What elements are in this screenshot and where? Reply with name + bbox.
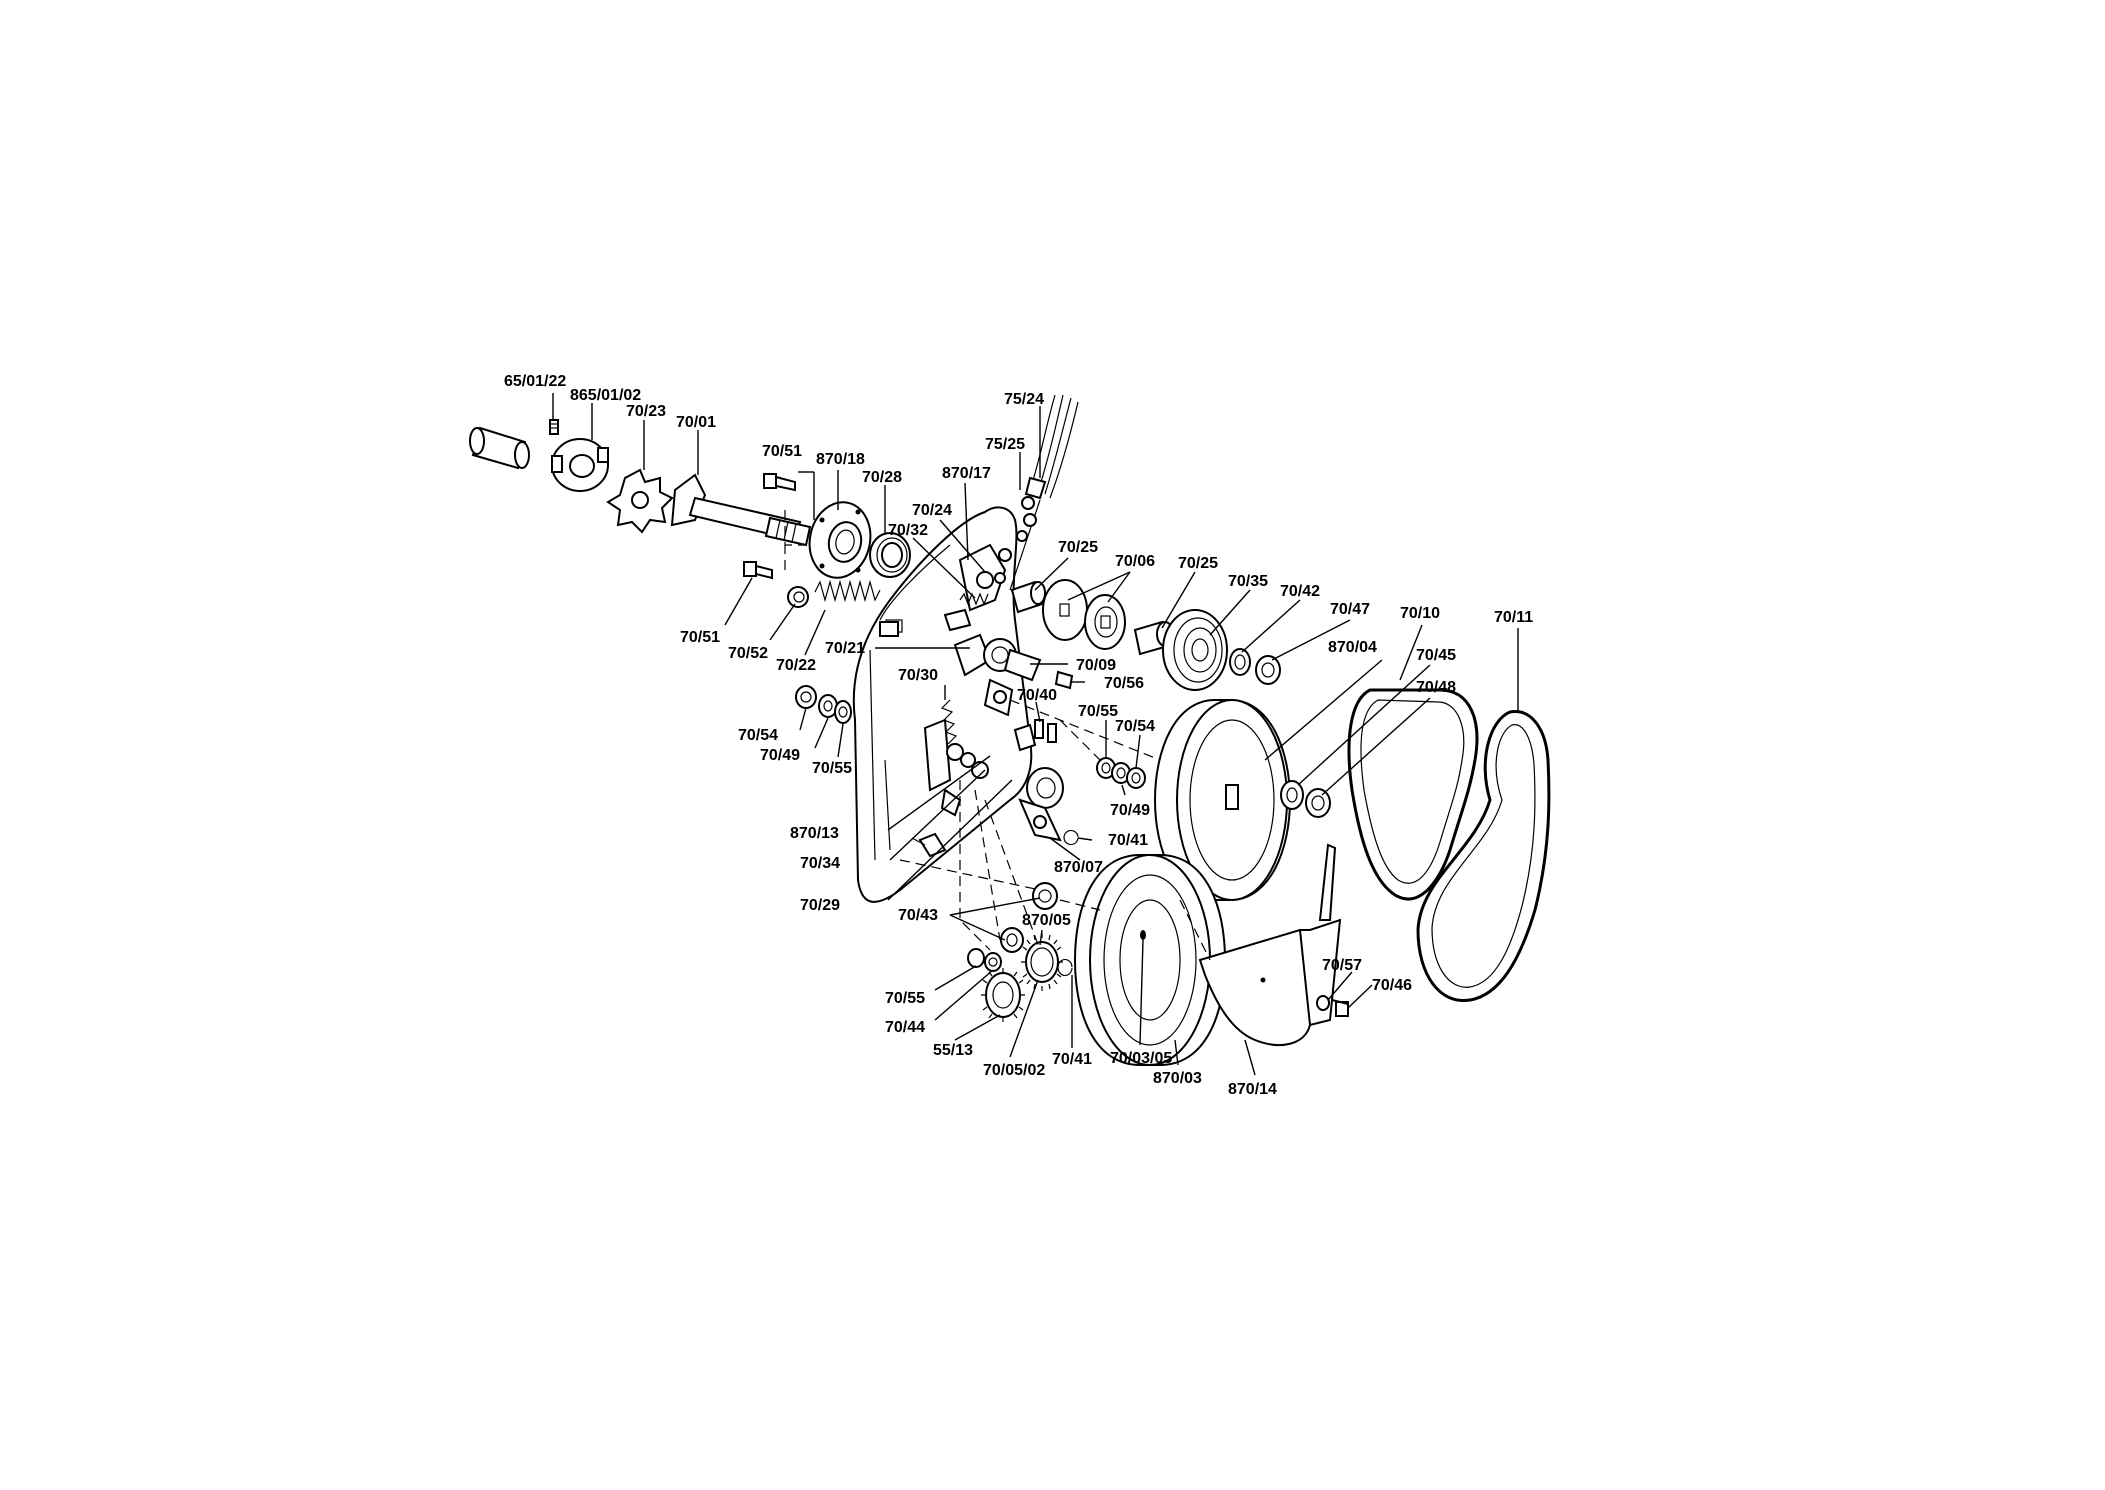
washer-group-right: [1096, 757, 1146, 789]
label-70-29: 70/29: [800, 897, 840, 914]
belt-cover-part: [1198, 843, 1342, 1046]
label-70-56: 70/56: [1104, 675, 1144, 692]
label-70-09: 70/09: [1076, 657, 1116, 674]
label-870-18: 870/18: [816, 451, 865, 468]
label-70-43: 70/43: [898, 907, 938, 924]
alignment-lines: [784, 510, 1211, 961]
label-70-25-a: 70/25: [1058, 539, 1098, 556]
label-870-07: 870/07: [1054, 859, 1103, 876]
set-screw-part: [549, 419, 559, 435]
tensioner-assembly-part: [940, 633, 1074, 752]
spring-part: [814, 579, 881, 603]
label-70-21: 70/21: [825, 640, 865, 657]
star-coupling-part: [606, 468, 674, 534]
label-70-41-a: 70/41: [1108, 832, 1148, 849]
label-70-54-b: 70/54: [738, 727, 778, 744]
tube-part: [469, 426, 530, 470]
label-75-25: 75/25: [985, 436, 1025, 453]
label-70-54-a: 70/54: [1115, 718, 1155, 735]
label-70-49-b: 70/49: [1110, 802, 1150, 819]
label-70-55-b: 70/55: [812, 760, 852, 777]
label-70-45: 70/45: [1416, 647, 1456, 664]
bearing-part: [869, 532, 911, 578]
label-70-32: 70/32: [888, 522, 928, 539]
label-70-46: 70/46: [1372, 977, 1412, 994]
label-70-01: 70/01: [676, 414, 716, 431]
washer-part-b: [1280, 780, 1304, 810]
label-865-01-02: 865/01/02: [570, 387, 641, 404]
label-70-51-bottom: 70/51: [680, 629, 720, 646]
part-labels: 65/01/22 865/01/02 70/23 70/01 70/51 870…: [504, 373, 1533, 1098]
label-70-05-02: 70/05/02: [983, 1062, 1045, 1079]
washer-part-a: [1229, 648, 1251, 676]
cable-bundle-part: [1009, 394, 1079, 591]
label-70-51-top: 70/51: [762, 443, 802, 460]
label-70-30: 70/30: [898, 667, 938, 684]
lower-gear-group: [967, 882, 1073, 1022]
label-870-13: 870/13: [790, 825, 839, 842]
label-70-34: 70/34: [800, 855, 840, 872]
small-pulley-part: [1162, 609, 1228, 691]
screw-part-bottom: [743, 561, 773, 580]
label-70-44: 70/44: [885, 1019, 925, 1036]
label-870-04: 870/04: [1328, 639, 1377, 656]
label-70-55-a: 70/55: [1078, 703, 1118, 720]
label-870-05: 870/05: [1022, 912, 1071, 929]
label-75-24: 75/24: [1004, 391, 1044, 408]
nut-part-c: [1305, 788, 1331, 818]
flange-part: [808, 501, 872, 579]
label-870-03: 870/03: [1153, 1070, 1202, 1087]
shaft-part: [670, 473, 812, 547]
label-870-14: 870/14: [1228, 1081, 1277, 1098]
label-55-13: 55/13: [933, 1042, 973, 1059]
nut-part-b: [1255, 655, 1281, 685]
coupling-part: [551, 438, 609, 492]
label-70-28: 70/28: [862, 469, 902, 486]
label-70-57: 70/57: [1322, 957, 1362, 974]
drive-pulley-part: [1073, 854, 1227, 1066]
cable-end-part: [1016, 476, 1047, 542]
bolt-part: [1331, 999, 1349, 1017]
label-70-22: 70/22: [776, 657, 816, 674]
label-70-23: 70/23: [626, 403, 666, 420]
nut-part: [787, 586, 809, 608]
label-70-06: 70/06: [1115, 553, 1155, 570]
label-70-40: 70/40: [1017, 687, 1057, 704]
spacer-part-a: [1010, 580, 1046, 614]
disc-part-b: [1084, 594, 1126, 650]
leader-lines: [552, 393, 1519, 1076]
idler-pulley-part: [1018, 767, 1064, 842]
label-70-25-b: 70/25: [1178, 555, 1218, 572]
label-70-24: 70/24: [912, 502, 952, 519]
label-70-42: 70/42: [1280, 583, 1320, 600]
washer-part-c: [1316, 995, 1330, 1011]
label-70-47: 70/47: [1330, 601, 1370, 618]
label-70-03-05: 70/03/05: [1110, 1050, 1172, 1067]
label-65-01-22: 65/01/22: [504, 373, 566, 390]
label-70-11: 70/11: [1494, 609, 1533, 626]
label-70-55-c: 70/55: [885, 990, 925, 1007]
label-70-35: 70/35: [1228, 573, 1268, 590]
label-70-52: 70/52: [728, 645, 768, 662]
belt-part-b: [1416, 710, 1551, 1003]
clip-part-a: [1063, 829, 1079, 846]
disc-part-a: [1042, 579, 1088, 641]
washer-group-left: [795, 685, 852, 724]
label-70-49-a: 70/49: [760, 747, 800, 764]
label-70-10: 70/10: [1400, 605, 1440, 622]
label-70-48: 70/48: [1416, 679, 1456, 696]
screw-part-top: [763, 473, 796, 492]
label-870-17: 870/17: [942, 465, 991, 482]
label-70-41-b: 70/41: [1052, 1051, 1092, 1068]
